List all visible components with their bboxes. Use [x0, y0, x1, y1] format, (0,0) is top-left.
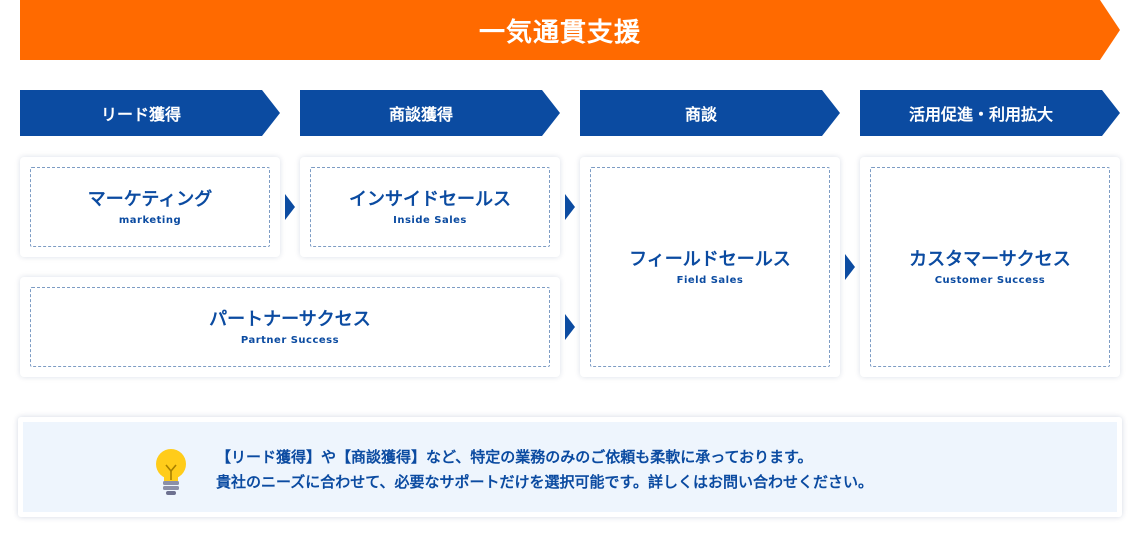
connector-arrow-icon [285, 194, 295, 220]
connector-arrow-icon [565, 194, 575, 220]
phase-deal-acquisition: 商談獲得 [300, 90, 560, 136]
card-inside-sales: インサイドセールス Inside Sales [300, 157, 560, 257]
phase-arrow-shape [580, 90, 840, 136]
card-partner-success: パートナーサクセス Partner Success [20, 277, 560, 377]
note-background: 【リード獲得】や【商談獲得】など、特定の業務のみのご依頼も柔軟に承っております。… [23, 422, 1117, 512]
note-panel: 【リード獲得】や【商談獲得】など、特定の業務のみのご依頼も柔軟に承っております。… [18, 417, 1122, 517]
phase-lead-acquisition: リード獲得 [20, 90, 280, 136]
card-subtitle: Field Sales [676, 274, 744, 286]
card-subtitle: marketing [118, 214, 182, 226]
card-field-sales: フィールドセールス Field Sales [580, 157, 840, 377]
phase-label: リード獲得 [100, 105, 181, 124]
banner-arrow-shape [20, 0, 1120, 60]
card-title: マーケティング [87, 188, 213, 210]
card-title: カスタマーサクセス [909, 248, 1071, 270]
banner-title: 一気通貫支援 [478, 17, 641, 48]
card-title: インサイドセールス [349, 188, 511, 210]
card-subtitle: Partner Success [240, 334, 340, 346]
phase-negotiation: 商談 [580, 90, 840, 136]
card-frame: パートナーサクセス Partner Success [30, 287, 550, 367]
process-banner: 一気通貫支援 [20, 0, 1120, 60]
card-frame: インサイドセールス Inside Sales [310, 167, 550, 247]
card-frame: カスタマーサクセス Customer Success [870, 167, 1110, 367]
phase-arrow-shape [860, 90, 1120, 136]
card-marketing: マーケティング marketing [20, 157, 280, 257]
card-subtitle: Customer Success [934, 274, 1046, 286]
phase-arrow-shape [300, 90, 560, 136]
card-customer-success: カスタマーサクセス Customer Success [860, 157, 1120, 377]
card-title: フィールドセールス [629, 248, 791, 270]
card-title: パートナーサクセス [209, 308, 371, 330]
card-frame: マーケティング marketing [30, 167, 270, 247]
phase-arrow-shape [20, 90, 280, 136]
phase-label: 商談獲得 [388, 105, 453, 124]
card-frame: フィールドセールス Field Sales [590, 167, 830, 367]
note-line-2: 貴社のニーズに合わせて、必要なサポートだけを選択可能です。詳しくはお問い合わせく… [216, 473, 874, 491]
note-text: 【リード獲得】や【商談獲得】など、特定の業務のみのご依頼も柔軟に承っております。… [216, 445, 1076, 495]
connector-arrow-icon [565, 314, 575, 340]
lightbulb-icon [156, 449, 186, 495]
phase-adoption-expansion: 活用促進・利用拡大 [860, 90, 1120, 136]
phase-label: 活用促進・利用拡大 [908, 105, 1053, 124]
phase-label: 商談 [684, 105, 717, 124]
note-line-1: 【リード獲得】や【商談獲得】など、特定の業務のみのご依頼も柔軟に承っております。 [216, 448, 813, 466]
card-subtitle: Inside Sales [393, 214, 467, 226]
connector-arrow-icon [845, 254, 855, 280]
